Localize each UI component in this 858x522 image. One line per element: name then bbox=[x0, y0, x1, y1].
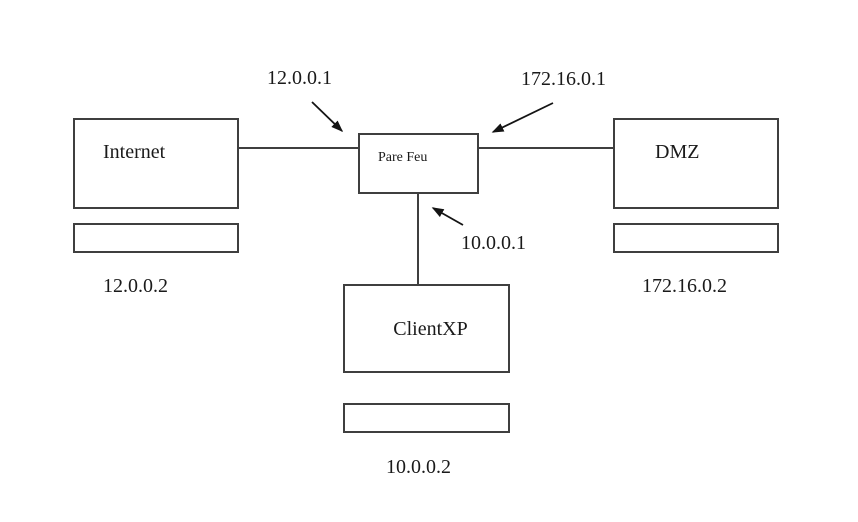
internet-node: Internet bbox=[73, 118, 239, 209]
wan-interface-ip-label: 12.0.0.1 bbox=[267, 67, 332, 89]
dmz-address-box bbox=[613, 223, 779, 253]
dmz-address-label: 172.16.0.2 bbox=[642, 275, 727, 297]
dmz-node: DMZ bbox=[613, 118, 779, 209]
lan-ip-arrow-icon bbox=[431, 207, 464, 226]
wan-ip-arrow-icon bbox=[311, 101, 344, 133]
clientxp-address-label: 10.0.0.2 bbox=[386, 456, 451, 478]
internet-address-label: 12.0.0.2 bbox=[103, 275, 168, 297]
dmz-interface-ip-label: 172.16.0.1 bbox=[521, 68, 606, 90]
lan-interface-ip-label: 10.0.0.1 bbox=[461, 232, 526, 254]
internet-address-box bbox=[73, 223, 239, 253]
clientxp-node: ClientXP bbox=[343, 284, 510, 373]
firewall-node-label: Pare Feu bbox=[378, 150, 428, 165]
dmz-node-label: DMZ bbox=[655, 141, 700, 163]
internet-node-label: Internet bbox=[103, 141, 166, 163]
firewall-node: Pare Feu bbox=[358, 133, 479, 194]
clientxp-address-box bbox=[343, 403, 510, 433]
dmz-ip-arrow-icon bbox=[491, 102, 554, 133]
clientxp-node-label: ClientXP bbox=[393, 317, 468, 340]
